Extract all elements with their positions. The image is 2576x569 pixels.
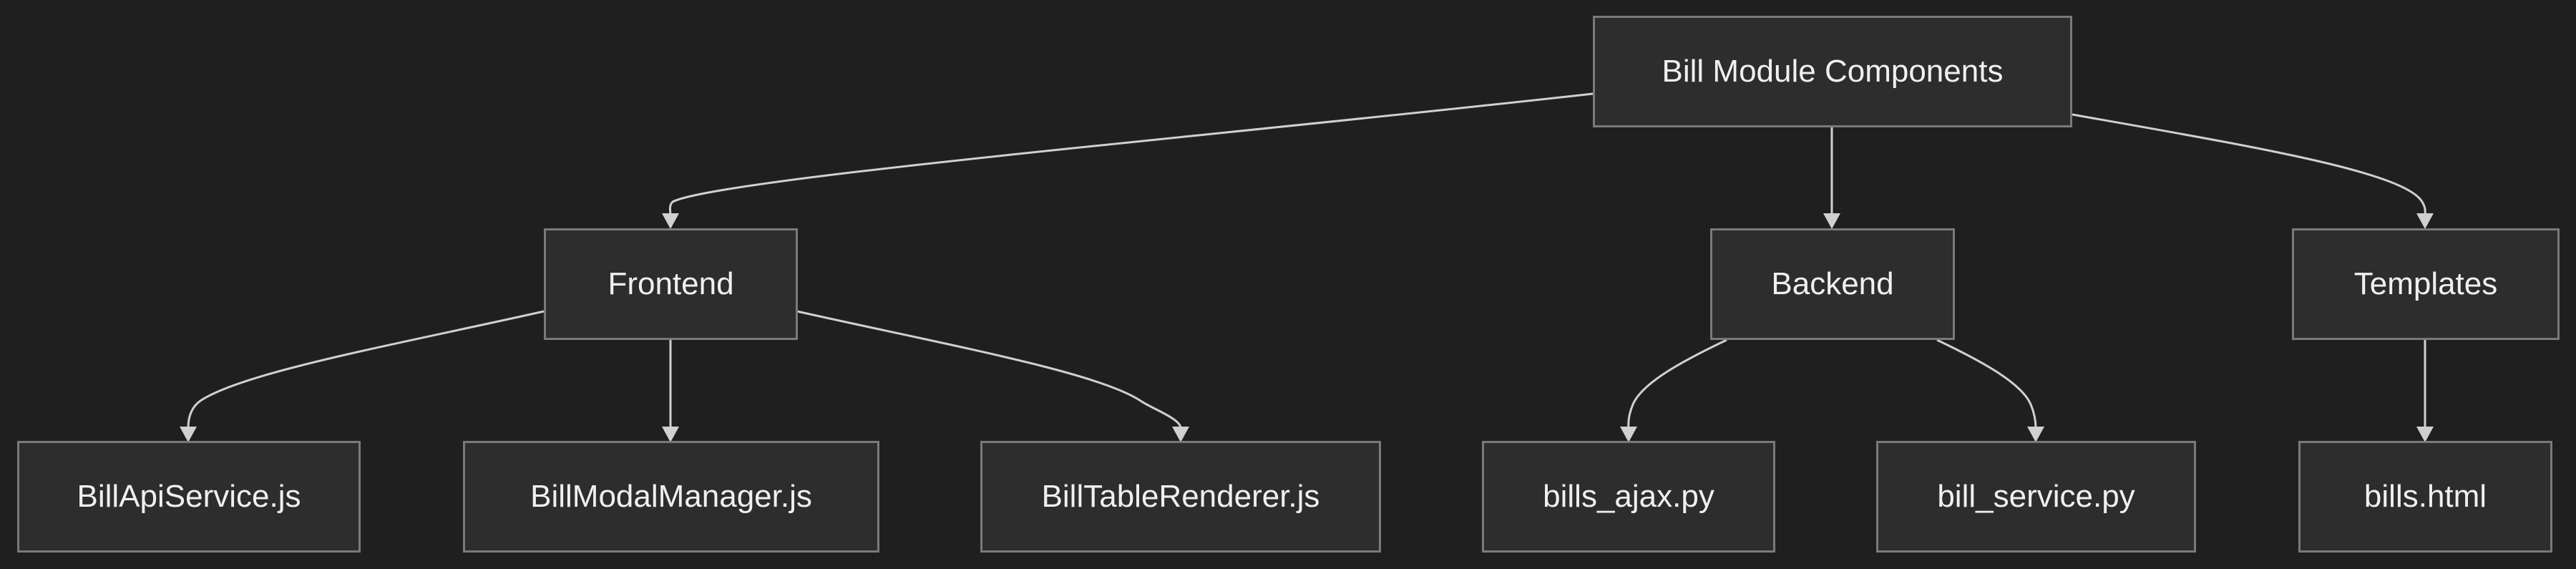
arrow-backend-billsajax (1620, 427, 1637, 442)
edge-backend-billservice (1936, 339, 2037, 429)
node-billapiservice-js[interactable]: BillApiService.js (17, 441, 361, 553)
node-frontend[interactable]: Frontend (544, 228, 798, 340)
node-bill-service-py[interactable]: bill_service.py (1876, 441, 2196, 553)
arrow-root-templates (2416, 213, 2434, 229)
arrow-root-backend (1823, 213, 1840, 229)
arrow-frontend-billtablerenderer (1172, 427, 1189, 442)
edge-frontend-billapiservice (187, 310, 545, 429)
node-bills-html[interactable]: bills.html (2298, 441, 2552, 553)
edge-backend-billsajax (1627, 339, 1727, 429)
arrow-frontend-billmodalmanager (662, 427, 679, 442)
node-bills-ajax-py[interactable]: bills_ajax.py (1482, 441, 1775, 553)
arrow-frontend-billapiservice (180, 427, 197, 442)
edge-root-frontend (668, 92, 1594, 215)
node-billmodalmanager-js[interactable]: BillModalManager.js (463, 441, 879, 553)
arrow-backend-billservice (2027, 427, 2044, 442)
edge-root-templates (2072, 113, 2426, 215)
arrow-templates-billshtml (2416, 427, 2434, 442)
arrow-root-frontend (662, 213, 679, 229)
edge-frontend-billtablerenderer (796, 310, 1182, 429)
node-bill-module-components[interactable]: Bill Module Components (1593, 16, 2072, 127)
node-billtablerenderer-js[interactable]: BillTableRenderer.js (980, 441, 1381, 553)
node-backend[interactable]: Backend (1710, 228, 1955, 340)
node-templates[interactable]: Templates (2292, 228, 2560, 340)
